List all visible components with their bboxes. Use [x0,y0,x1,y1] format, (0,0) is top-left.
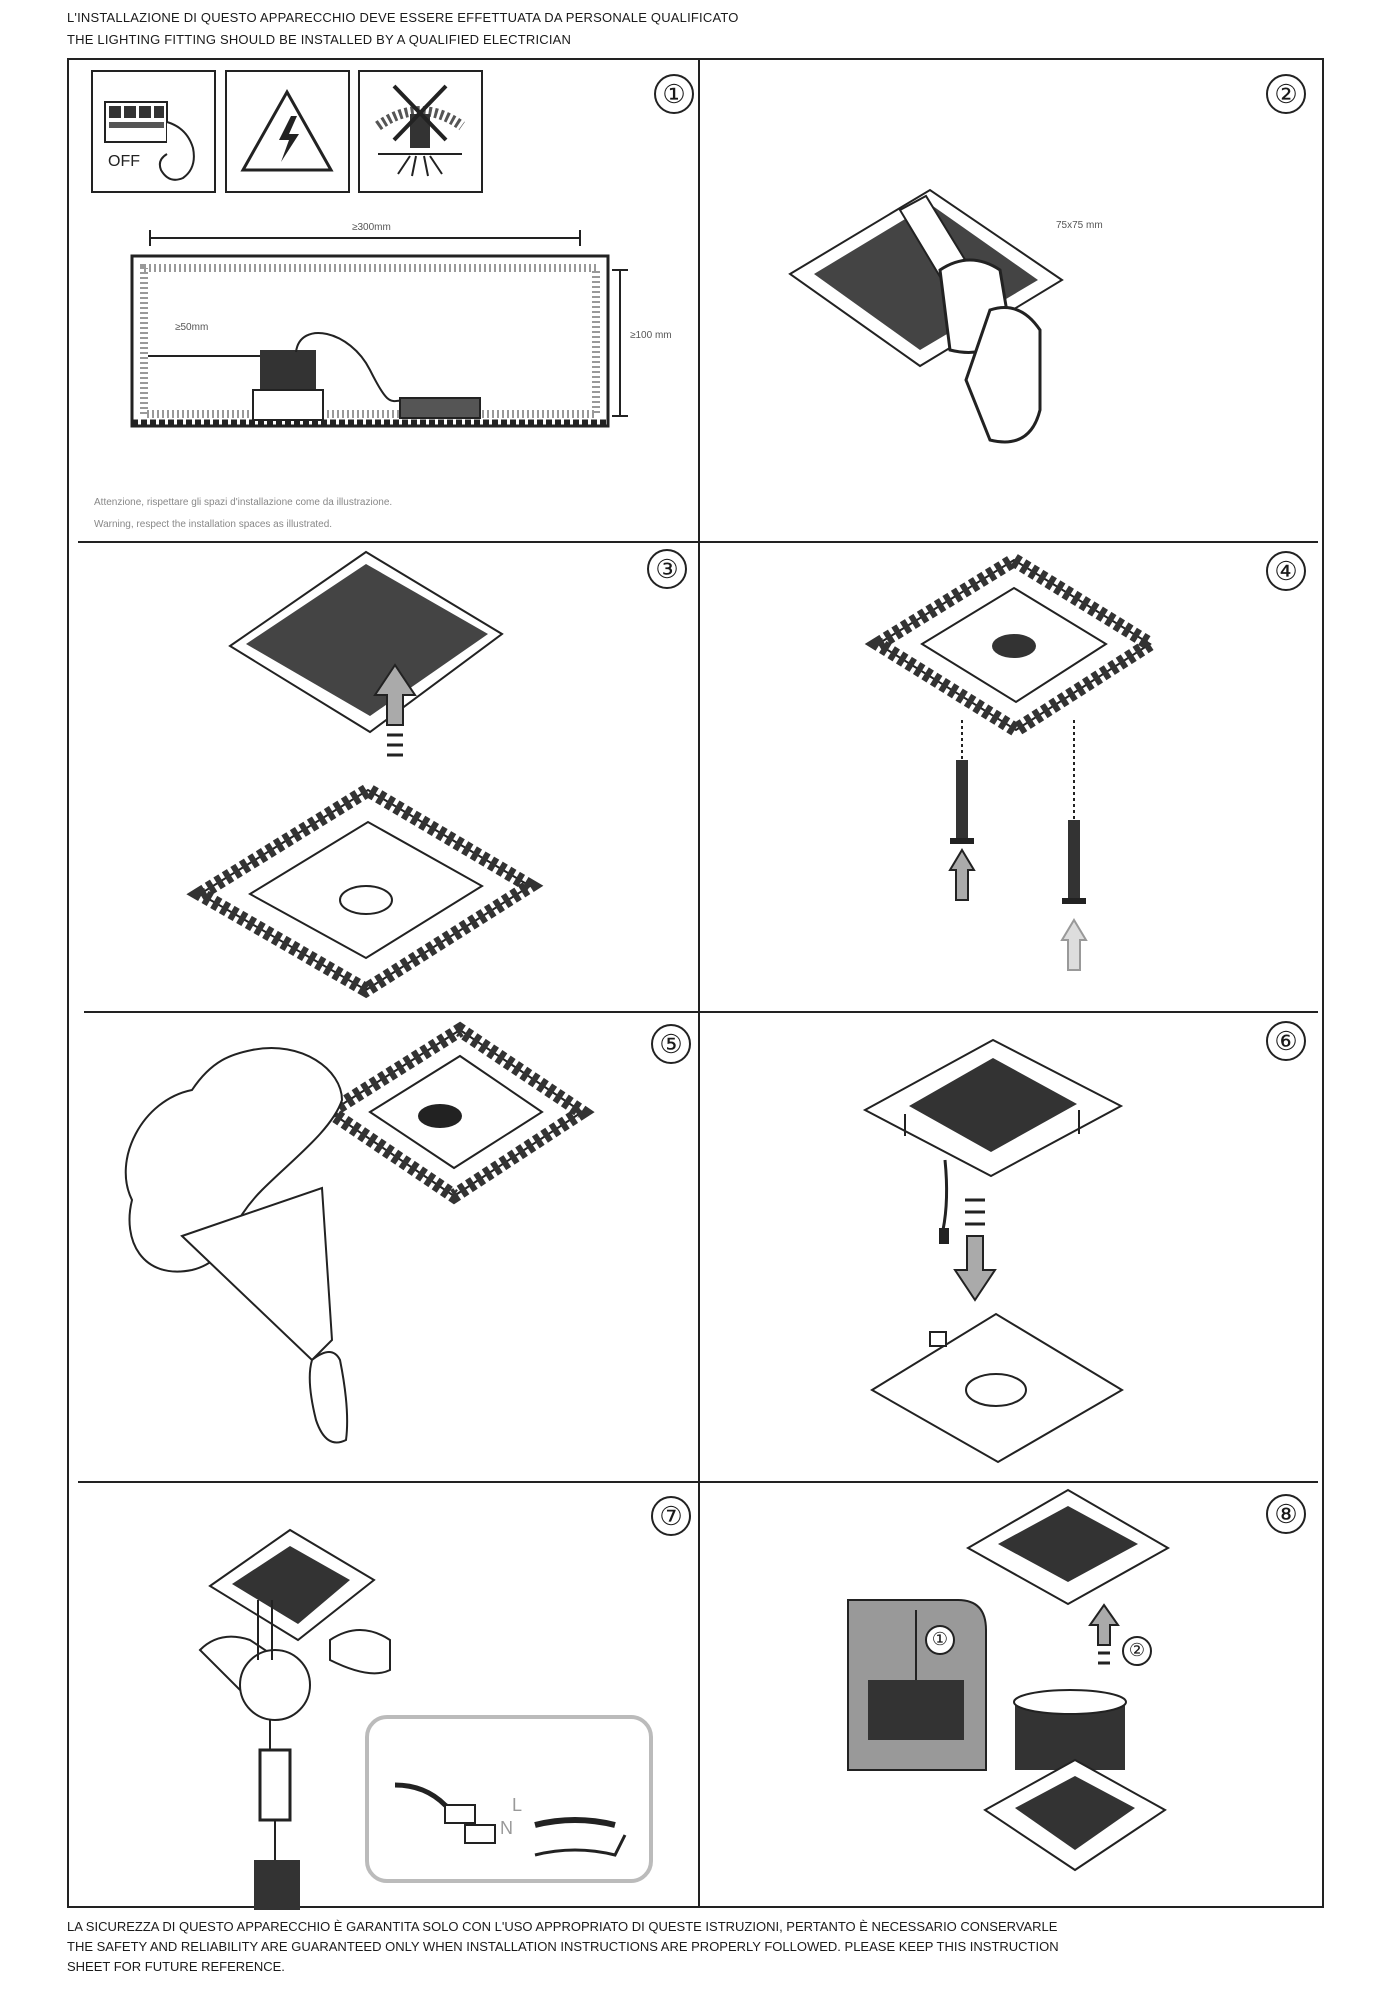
frame-plastered-illustration [317,1021,595,1205]
screw-fixing-illustration [948,720,1088,971]
cut-ceiling-saw-illustration [788,188,1064,444]
footer-english: THE SAFETY AND RELIABILITY ARE GUARANTEE… [67,1939,1059,1954]
header-english: THE LIGHTING FITTING SHOULD BE INSTALLED… [67,32,572,47]
grid-divider-1 [78,541,1318,543]
dimension-side: ≥50mm [175,322,209,333]
ceiling-fixture-illustration [208,1528,376,1642]
wire-N-label: N [500,1818,513,1838]
up-arrow-icon [373,663,417,757]
header-italian: L'INSTALLAZIONE DI QUESTO APPARECCHIO DE… [67,10,739,25]
step-number-5: ⑤ [651,1024,691,1064]
ceiling-cutout-illustration [228,550,504,734]
electric-hazard-icon [225,70,350,193]
wiring-detail-inset [365,1715,653,1883]
dimension-height: ≥100 mm [630,330,672,341]
footer-italian: LA SICUREZZA DI QUESTO APPARECCHIO È GAR… [67,1919,1058,1934]
push-up-arrow-icon [1088,1603,1120,1665]
grid-divider-2 [84,1011,1318,1013]
grid-divider-vertical [698,58,700,1908]
wire-and-down-arrow [939,1159,997,1302]
power-off-switch-icon [91,70,216,193]
substep-1-marker: ① [925,1625,955,1655]
step-number-6: ⑥ [1266,1021,1306,1061]
step-number-7: ⑦ [651,1496,691,1536]
wire-L-label: L [512,1795,523,1815]
plaster-spatula-illustration [124,1047,349,1444]
instruction-grid [67,58,1324,1908]
spotlight-fitting-illustration [983,1689,1167,1872]
step-number-2: ② [1266,74,1306,114]
ceiling-opening-illustration [965,1488,1171,1606]
step-number-4: ④ [1266,551,1306,591]
spring-clip-inset [847,1599,987,1771]
installation-spacing-diagram [130,230,628,428]
grid-divider-3 [78,1481,1318,1483]
cutout-size-label: 75x75 mm [1056,220,1103,231]
recessed-light-illustration [862,1038,1124,1178]
trimless-frame-illustration [186,781,544,999]
footer-english-cont: SHEET FOR FUTURE REFERENCE. [67,1959,285,1974]
mounting-plate-illustration [870,1312,1124,1464]
step-number-1: ① [654,74,694,114]
dimension-width: ≥300mm [352,222,391,233]
switch-off-label: OFF [108,153,140,170]
warning-english: Warning, respect the installation spaces… [94,519,333,530]
step-number-8: ⑧ [1266,1494,1306,1534]
wiring-connection-illustration [198,1600,391,1910]
no-insulation-icon [358,70,483,193]
substep-2-marker: ② [1122,1636,1152,1666]
warning-italian: Attenzione, rispettare gli spazi d'insta… [94,497,393,508]
frame-screw-holes-illustration [864,551,1164,739]
step-number-3: ③ [647,549,687,589]
